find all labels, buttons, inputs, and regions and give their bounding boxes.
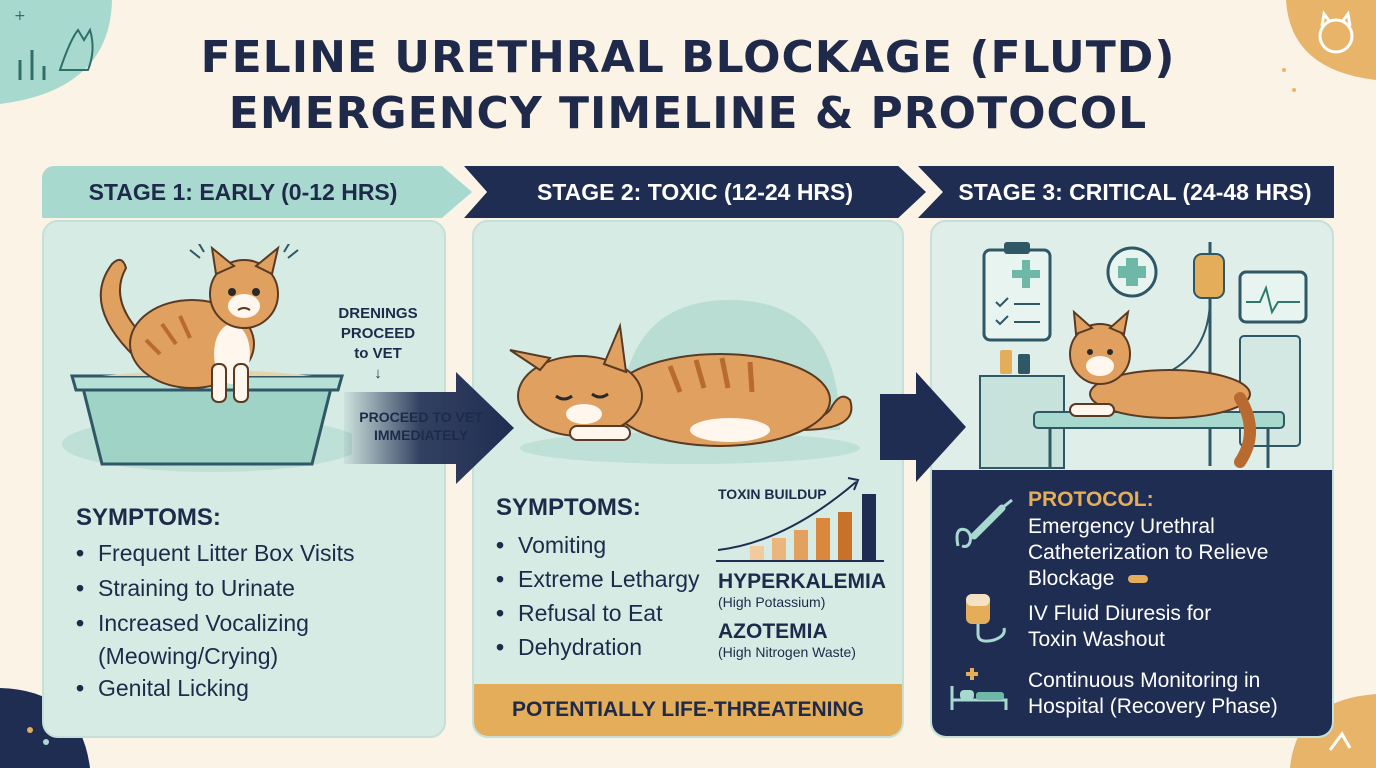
stage-1-symptoms-title: SYMPTOMS: [76, 504, 221, 531]
down-arrow-icon: ↓ [374, 365, 382, 382]
toxin-buildup-chart [716, 477, 884, 562]
hospital-cat-illustration [979, 242, 1308, 469]
lethargic-cat-illustration [509, 300, 860, 464]
protocol-item-iv-fluid: IV Fluid Diuresis for Toxin Washout [1028, 601, 1211, 653]
stage-2-symptom-list: Vomiting Extreme Lethargy Refusal to Eat… [496, 528, 700, 664]
title-line-2: EMERGENCY TIMELINE & PROTOCOL [228, 88, 1148, 139]
arrow-1-note-line-3: to VET [354, 345, 402, 362]
protocol-title: PROTOCOL: [1028, 488, 1154, 511]
stage-3-banner: STAGE 3: CRITICAL (24-48 HRS) [918, 166, 1334, 218]
life-threatening-warning: POTENTIALLY LIFE-THREATENING [474, 684, 902, 736]
protocol-item-1-line-2: Catheterization to Relieve [1028, 541, 1269, 564]
corner-decoration-top-right [1282, 0, 1376, 92]
title-line-1: FELINE URETHRAL BLOCKAGE (FLUTD) [200, 32, 1176, 83]
condition-azotemia: AZOTEMIA [718, 620, 828, 643]
arrow-1-note-line-1: DRENINGS [338, 305, 418, 322]
hospital-bed-icon [950, 668, 1008, 710]
corner-decoration-bottom-right [1290, 694, 1376, 768]
stage-2-symptoms-title: SYMPTOMS: [496, 494, 641, 521]
list-item: Extreme Lethargy [496, 562, 700, 596]
condition-azotemia-detail: (High Nitrogen Waste) [718, 644, 856, 660]
list-item-continuation: (Meowing/Crying) [98, 643, 279, 669]
bone-icon [1128, 575, 1149, 584]
stage-1-symptom-list: Frequent Litter Box Visits Straining to … [76, 536, 355, 706]
arrow-2-to-stage-3 [880, 372, 966, 482]
condition-hyperkalemia: HYPERKALEMIA [718, 570, 887, 593]
stage-2-banner: STAGE 2: TOXIC (12-24 HRS) [464, 166, 926, 218]
list-item: Refusal to Eat [496, 596, 700, 630]
arrow-1-text-line-1: PROCEED TO VET [359, 409, 483, 425]
toxin-buildup-label: TOXIN BUILDUP [718, 486, 827, 502]
arrow-1-note-line-2: PROCEED [340, 325, 416, 342]
protocol-item-2-line-2: Toxin Washout [1028, 628, 1165, 651]
protocol-item-monitoring: Continuous Monitoring in Hospital (Recov… [1028, 668, 1278, 720]
condition-hyperkalemia-detail: (High Potassium) [718, 594, 826, 610]
protocol-item-2-line-1: IV Fluid Diuresis for [1028, 602, 1212, 625]
protocol-item-1-line-1: Emergency Urethral [1028, 515, 1215, 538]
page-title: FELINE URETHRAL BLOCKAGE (FLUTD) EMERGEN… [0, 30, 1376, 142]
list-item: Vomiting [496, 528, 700, 562]
svg-text:+: + [14, 8, 26, 24]
list-item: Dehydration [496, 630, 700, 664]
protocol-item-3-line-2: Hospital (Recovery Phase) [1028, 695, 1278, 718]
protocol-item-3-line-1: Continuous Monitoring in [1028, 669, 1261, 692]
arrow-1-text: PROCEED TO VET IMMEDIATELY [356, 408, 486, 444]
protocol-item-1-line-3: Blockage [1028, 566, 1268, 592]
list-item: Straining to Urinate [76, 571, 355, 606]
corner-decoration-top-left: + [0, 0, 112, 104]
stage-2-conditions: HYPERKALEMIA (High Potassium) AZOTEMIA (… [718, 570, 886, 670]
list-item: Increased Vocalizing [76, 606, 355, 641]
list-item: Frequent Litter Box Visits [76, 536, 355, 571]
cat-in-litter-box-illustration [62, 244, 352, 472]
list-item: Genital Licking [76, 671, 355, 706]
catheter-icon [955, 498, 1013, 548]
iv-bag-icon [966, 594, 1006, 643]
stage-1-banner: STAGE 1: EARLY (0-12 HRS) [42, 166, 472, 218]
protocol-item-catheterization: Emergency Urethral Catheterization to Re… [1028, 514, 1268, 592]
protocol-item-1-line-3-text: Blockage [1028, 567, 1115, 590]
arrow-1-text-line-2: IMMEDIATELY [373, 427, 469, 443]
arrow-1-to-stage-2 [344, 372, 514, 484]
arrow-1-note: DRENINGS PROCEED to VET ↓ [318, 304, 438, 384]
